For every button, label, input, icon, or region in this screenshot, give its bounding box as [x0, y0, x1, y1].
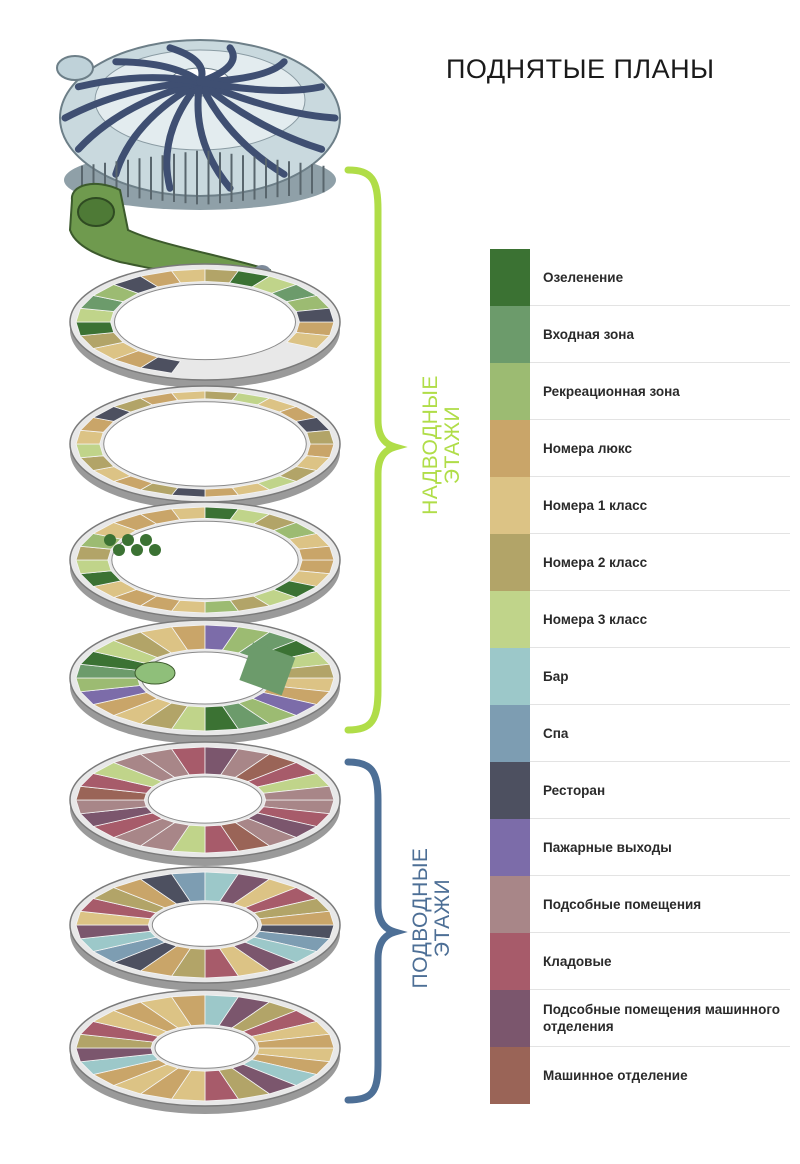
legend-swatch — [490, 761, 530, 819]
legend-swatch — [490, 419, 530, 477]
floor-plan — [69, 989, 341, 1114]
legend-label: Номера 2 класс — [543, 554, 648, 570]
legend-label: Машинное отделение — [543, 1068, 688, 1083]
legend-swatch — [490, 476, 530, 534]
legend-swatch — [490, 875, 530, 933]
under-water-label-line1: ПОДВОДНЫЕ — [409, 847, 432, 989]
legend-swatch — [490, 932, 530, 990]
legend-swatch — [490, 533, 530, 591]
legend-label: Бар — [543, 668, 569, 684]
legend-swatch — [490, 362, 530, 420]
legend-item: Номера люкс — [490, 419, 790, 477]
legend-item: Пажарные выходы — [490, 818, 790, 876]
legend-swatch — [490, 647, 530, 705]
page-title: ПОДНЯТЫЕ ПЛАНЫ — [446, 54, 715, 84]
legend-swatch — [490, 818, 530, 876]
legend-item: Озеленение — [490, 248, 790, 306]
legend-item: Номера 2 класс — [490, 533, 790, 591]
legend-item: Машинное отделение — [490, 1047, 790, 1104]
floor-plan — [69, 741, 341, 866]
legend-label: Номера 3 класс — [543, 611, 648, 627]
legend-label: Кладовые — [543, 953, 612, 969]
legend-label: Подсобные помещения — [543, 896, 702, 912]
legend-item: Рекреационная зона — [490, 362, 790, 420]
legend-label: Ресторан — [543, 782, 606, 798]
above-water-floors-label: НАДВОДНЫЕ ЭТАЖИ — [419, 355, 470, 535]
floor-plan — [69, 385, 341, 510]
above-water-label-line2: ЭТАЖИ — [441, 405, 464, 485]
under-water-bracket — [344, 758, 408, 1104]
dome-roof — [56, 39, 341, 210]
legend-item: Подсобные помещения — [490, 875, 790, 933]
legend-swatch — [490, 590, 530, 648]
legend-item: Входная зона — [490, 305, 790, 363]
legend-item: Номера 1 класс — [490, 476, 790, 534]
above-water-bracket — [344, 166, 408, 734]
legend-swatch — [490, 305, 530, 363]
legend-swatch — [490, 248, 530, 306]
legend-label: Номера 1 класс — [543, 497, 648, 513]
legend-label: Рекреационная зона — [543, 383, 680, 399]
legend-item: Спа — [490, 704, 790, 762]
floor-plan — [69, 619, 341, 744]
floor-group-brackets — [344, 166, 408, 1104]
legend-label: Номера люкс — [543, 440, 633, 456]
legend-item: Подсобные помещения машинного отделения — [490, 989, 790, 1047]
above-water-label-line1: НАДВОДНЫЕ — [419, 375, 442, 515]
exploded-floor-plans-illustration — [56, 39, 341, 1114]
legend-item: Номера 3 класс — [490, 590, 790, 648]
legend-swatch — [490, 704, 530, 762]
legend-label: Озеленение — [543, 269, 624, 285]
legend-swatch — [490, 989, 530, 1047]
legend-item: Бар — [490, 647, 790, 705]
legend-item: Ресторан — [490, 761, 790, 819]
under-water-label-line2: ЭТАЖИ — [431, 878, 454, 958]
legend-item: Кладовые — [490, 932, 790, 990]
legend-label: Входная зона — [543, 326, 634, 342]
legend-label: Спа — [543, 725, 569, 741]
floor-plan — [69, 866, 341, 991]
floor-plan — [69, 263, 341, 388]
legend-swatch — [490, 1047, 530, 1104]
legend-label: Пажарные выходы — [543, 839, 672, 855]
under-water-floors-label: ПОДВОДНЫЕ ЭТАЖИ — [409, 828, 460, 1008]
floor-plan — [69, 501, 341, 626]
legend-label: Подсобные помещения машинного отделения — [543, 1002, 781, 1034]
